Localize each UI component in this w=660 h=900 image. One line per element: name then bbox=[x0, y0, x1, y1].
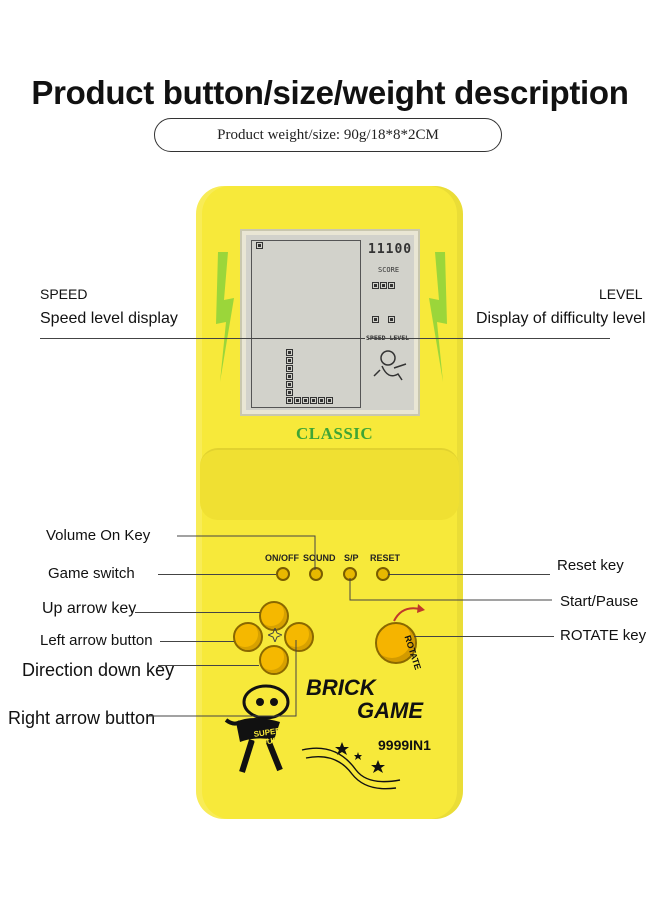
sound-button[interactable] bbox=[309, 567, 323, 581]
lcd-block bbox=[286, 373, 293, 380]
game-count: 9999IN1 bbox=[378, 737, 431, 753]
on-off-label: ON/OFF bbox=[265, 553, 299, 563]
lcd-block bbox=[294, 397, 301, 404]
device-hinge bbox=[200, 448, 459, 520]
lcd-block bbox=[326, 397, 333, 404]
lcd-block bbox=[286, 365, 293, 372]
page-title: Product button/size/weight description bbox=[31, 74, 629, 111]
rotate-leader-line bbox=[414, 636, 554, 637]
lcd-block bbox=[286, 389, 293, 396]
brand-label: CLASSIC bbox=[296, 424, 374, 443]
on-off-button[interactable] bbox=[276, 567, 290, 581]
volume-leader-line bbox=[177, 535, 316, 570]
dpad-center-icon bbox=[268, 628, 282, 642]
lcd-block bbox=[310, 397, 317, 404]
lcd-preview-block bbox=[388, 316, 395, 323]
speed-title: SPEED bbox=[40, 286, 88, 302]
game-switch-annotation: Game switch bbox=[48, 565, 135, 582]
left-leader-line bbox=[160, 641, 234, 642]
left-annotation: Left arrow button bbox=[40, 632, 153, 649]
lcd-block bbox=[256, 242, 263, 249]
lcd-block bbox=[318, 397, 325, 404]
rotate-arrow-icon bbox=[393, 604, 425, 622]
lcd-preview-block bbox=[372, 282, 379, 289]
speed-leader-line bbox=[40, 338, 365, 339]
sp-label: S/P bbox=[344, 553, 359, 563]
right-arrow-button[interactable] bbox=[284, 622, 314, 652]
up-leader-line bbox=[135, 612, 260, 613]
logo-brick: BRICK bbox=[306, 675, 376, 700]
screen-mascot-icon bbox=[373, 350, 407, 381]
up-annotation: Up arrow key bbox=[42, 600, 137, 617]
up-arrow-button[interactable] bbox=[259, 601, 289, 631]
lcd-preview-block bbox=[372, 316, 379, 323]
down-annotation: Direction down key bbox=[22, 660, 175, 680]
lcd-block bbox=[286, 349, 293, 356]
spec-badge: Product weight/size: 90g/18*8*2CM bbox=[154, 118, 502, 152]
lcd-screen bbox=[246, 235, 414, 410]
level-desc: Display of difficulty level bbox=[476, 310, 646, 327]
score-digits: 11100 bbox=[368, 242, 413, 257]
left-arrow-button[interactable] bbox=[233, 622, 263, 652]
down-leader-line bbox=[158, 665, 259, 666]
swoosh-stars-icon bbox=[301, 742, 401, 790]
right-leader-line bbox=[148, 640, 297, 717]
logo-game: GAME bbox=[357, 698, 423, 723]
playfield bbox=[251, 240, 361, 408]
speed-desc: Speed level display bbox=[40, 310, 178, 327]
lcd-preview-block bbox=[388, 282, 395, 289]
reset-annotation: Reset key bbox=[557, 557, 624, 574]
lcd-block bbox=[286, 357, 293, 364]
down-arrow-button[interactable] bbox=[259, 645, 289, 675]
lcd-preview-block bbox=[380, 282, 387, 289]
left-bolt-icon bbox=[216, 252, 234, 382]
start-leader-line bbox=[349, 578, 552, 601]
lcd-block bbox=[286, 381, 293, 388]
volume-annotation: Volume On Key bbox=[46, 527, 151, 544]
reset-label: RESET bbox=[370, 553, 401, 563]
lcd-block bbox=[302, 397, 309, 404]
lcd-block bbox=[286, 397, 293, 404]
level-title: LEVEL bbox=[599, 286, 643, 302]
sound-label: SOUND bbox=[303, 553, 336, 563]
level-leader-line bbox=[368, 338, 610, 339]
rotate-button[interactable] bbox=[375, 622, 417, 664]
start-annotation: Start/Pause bbox=[560, 593, 639, 610]
score-label: SCORE bbox=[378, 266, 400, 274]
right-bolt-icon bbox=[429, 252, 447, 382]
right-annotation: Right arrow button bbox=[8, 708, 156, 728]
game-switch-leader-line bbox=[158, 574, 276, 575]
super-mouse-mascot-icon bbox=[224, 684, 290, 773]
reset-leader-line bbox=[388, 574, 550, 575]
rotate-annotation: ROTATE key bbox=[560, 627, 647, 644]
